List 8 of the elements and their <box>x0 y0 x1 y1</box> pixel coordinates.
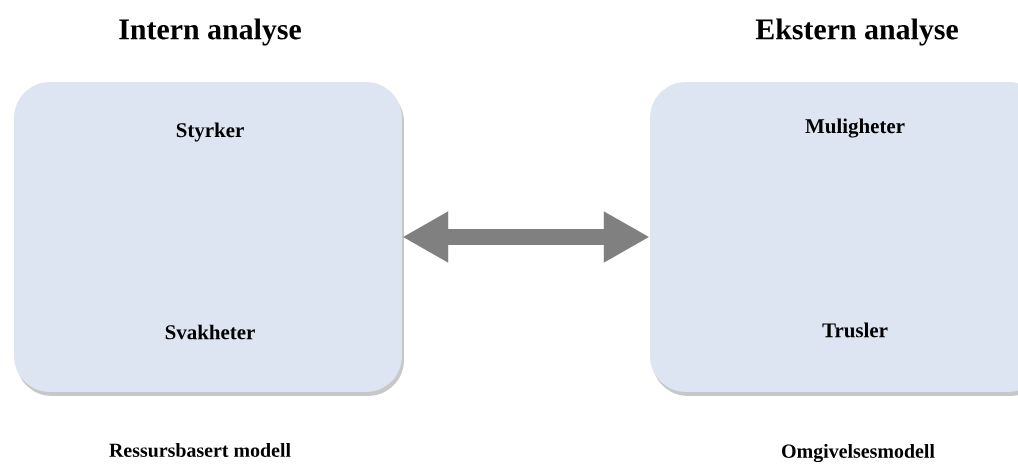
box-text: Muligheter <box>805 118 905 138</box>
box-text: Styrker <box>176 122 244 142</box>
box-text: Svakheter <box>165 324 255 340</box>
heading: Intern analyse <box>119 18 301 46</box>
heading: Ekstern analyse <box>755 18 958 46</box>
box-text: Trusler <box>822 322 888 338</box>
node-label: Omgivelsesmodell <box>782 443 935 463</box>
node-label: Ressursbasert modell <box>109 442 291 458</box>
